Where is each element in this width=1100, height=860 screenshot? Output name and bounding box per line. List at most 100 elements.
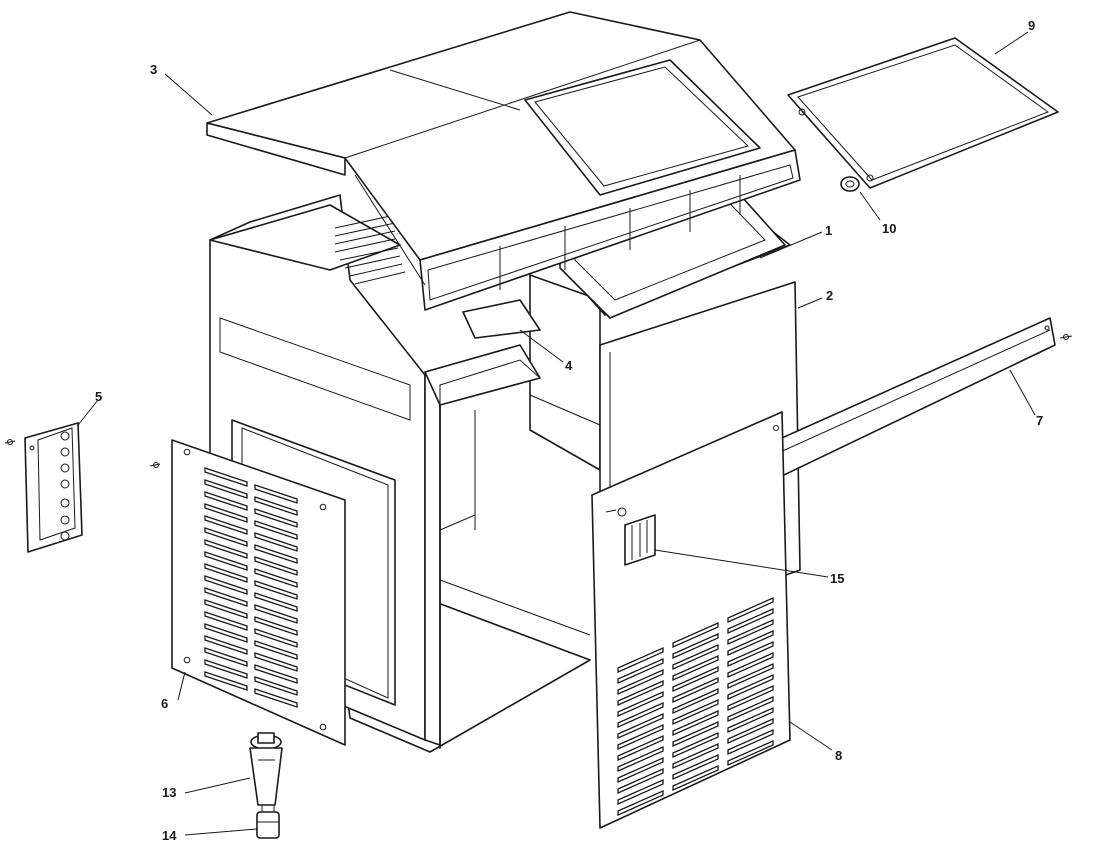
callout-10: 10	[882, 221, 896, 236]
louver-slot	[204, 551, 248, 571]
louver-slot	[204, 515, 248, 535]
louver-slot	[204, 623, 248, 643]
callout-6: 6	[161, 696, 168, 711]
louver-slot	[672, 709, 719, 737]
front-panel	[591, 411, 791, 829]
louver-slot	[672, 742, 719, 770]
louver-slot	[254, 556, 298, 576]
louver-slot	[204, 635, 248, 655]
louver-slot	[254, 532, 298, 552]
louver-slot	[672, 720, 719, 748]
louver-slot	[672, 731, 719, 759]
louver-slot	[254, 676, 298, 696]
louver-slot	[254, 688, 298, 708]
louver-slot	[204, 599, 248, 619]
louver-slot	[617, 701, 664, 729]
callout-9: 9	[1028, 18, 1035, 33]
rear-vent	[334, 214, 406, 285]
louver-slot	[617, 756, 664, 784]
louver-slot	[204, 491, 248, 511]
louver-slot	[672, 676, 719, 704]
louver-slot	[204, 479, 248, 499]
callout-1: 1	[825, 223, 832, 238]
foot-base	[256, 805, 280, 839]
louver-slot	[617, 679, 664, 707]
louver-slot	[254, 664, 298, 684]
louver-slot	[254, 568, 298, 588]
louver-slot	[204, 659, 248, 679]
louver-slot	[617, 668, 664, 696]
louver-slot	[617, 646, 664, 674]
louver-slot	[727, 596, 774, 624]
left-grille	[171, 439, 346, 746]
louver-slot	[204, 611, 248, 631]
callout-8: 8	[835, 748, 842, 763]
louver-slot	[254, 484, 298, 504]
louver-slot	[254, 604, 298, 624]
louver-slot	[254, 496, 298, 516]
louver-slot	[204, 503, 248, 523]
louver-slot	[204, 587, 248, 607]
louver-slot	[254, 628, 298, 648]
louver-slot	[254, 652, 298, 672]
callout-15: 15	[830, 571, 844, 586]
leader-lines	[77, 31, 1036, 836]
callout-14: 14	[162, 828, 177, 843]
callout-labels: 1 2 3 4 5 6 7 8 9 10 13 14 15	[95, 18, 1043, 843]
louver-slot	[727, 717, 774, 745]
louver-slot	[204, 539, 248, 559]
louver-slot	[672, 764, 719, 792]
louver-slot	[617, 778, 664, 806]
louver-slot	[204, 647, 248, 667]
louver-slot	[727, 728, 774, 756]
louver-slot	[254, 544, 298, 564]
louver-slot	[617, 745, 664, 773]
louver-slot	[617, 767, 664, 795]
louver-slot	[617, 712, 664, 740]
louver-slot	[617, 734, 664, 762]
top-lid	[206, 11, 801, 311]
callout-2: 2	[826, 288, 833, 303]
shelf-bracket	[424, 299, 542, 406]
louver-slot	[672, 654, 719, 682]
callout-5: 5	[95, 389, 102, 404]
louver-slot	[672, 687, 719, 715]
louver-slot	[672, 698, 719, 726]
control-strip	[4, 422, 83, 553]
louver-slot	[254, 508, 298, 528]
louver-slot	[727, 618, 774, 646]
callout-3: 3	[150, 62, 157, 77]
louver-slot	[204, 671, 248, 691]
louver-slot	[254, 520, 298, 540]
louver-slot	[254, 592, 298, 612]
louver-slot	[727, 739, 774, 767]
louver-slot	[617, 723, 664, 751]
callout-7: 7	[1036, 413, 1043, 428]
grille-screw	[149, 462, 161, 468]
louver-slot	[727, 640, 774, 668]
louver-slot	[254, 640, 298, 660]
knob	[840, 176, 860, 192]
louver-slot	[727, 706, 774, 734]
louver-slot	[727, 684, 774, 712]
louver-slot	[727, 662, 774, 690]
louver-slot	[204, 575, 248, 595]
louver-slot	[727, 629, 774, 657]
louver-slot	[672, 643, 719, 671]
louver-slot	[727, 607, 774, 635]
louver-slot	[672, 665, 719, 693]
louver-slot	[672, 632, 719, 660]
louver-slot	[672, 621, 719, 649]
louver-slot	[204, 527, 248, 547]
hinged-lid	[787, 37, 1059, 189]
louver-slot	[617, 657, 664, 685]
adjustable-foot	[249, 732, 283, 806]
louver-slot	[204, 467, 248, 487]
callout-4: 4	[565, 358, 573, 373]
louver-slot	[617, 789, 664, 817]
louver-slot	[727, 651, 774, 679]
louver-slot	[204, 563, 248, 583]
louver-slot	[727, 673, 774, 701]
